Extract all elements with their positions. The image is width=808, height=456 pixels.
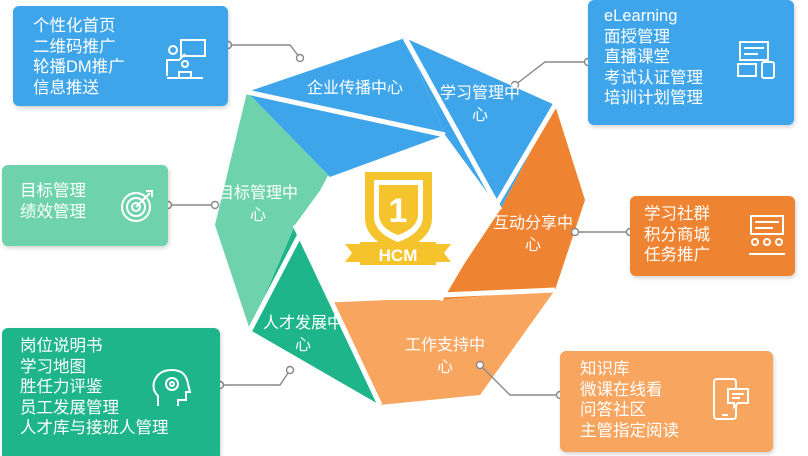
segment-enterprise — [247, 38, 445, 177]
devices-icon — [737, 41, 775, 79]
box-item: 直播课堂 — [604, 48, 670, 66]
box-item: 知识库 — [580, 360, 630, 378]
community-board-icon — [749, 215, 785, 255]
box-item: 学习地图 — [20, 357, 86, 376]
box-item: 胜任力评鉴 — [20, 378, 103, 396]
badge-number: 1 — [389, 192, 408, 230]
box-work: 知识库 微课在线看 问答社区 主管指定阅读 — [560, 351, 773, 452]
box-item: 目标管理 — [20, 182, 86, 200]
box-item: 培训计划管理 — [604, 89, 703, 107]
segment-label-work: 工作支持中心 — [405, 337, 486, 376]
box-item: 人才库与接班人管理 — [20, 419, 169, 437]
box-item: eLearning — [604, 7, 678, 25]
box-item: 信息推送 — [33, 78, 99, 97]
box-enterprise: 个性化首页 二维码推广 轮播DM推广 信息推送 — [13, 6, 228, 106]
segment-label-interaction: 互动分享中心 — [493, 215, 574, 254]
target-icon — [121, 190, 153, 222]
segment-label-enterprise: 企业传播中心 — [306, 80, 403, 97]
box-item: 员工发展管理 — [20, 398, 119, 417]
box-item: 微课在线看 — [580, 380, 663, 399]
hcm-badge-icon: 1 HCM — [345, 172, 451, 265]
box-item: 问答社区 — [580, 401, 646, 419]
box-item: 二维码推广 — [33, 37, 116, 56]
box-item: 主管指定阅读 — [580, 421, 679, 440]
segment-label-talent: 人才发展中心 — [263, 315, 344, 354]
mobile-chat-icon — [713, 378, 749, 420]
head-gear-icon — [152, 368, 192, 406]
segment-goal — [215, 92, 330, 330]
box-item: 面授管理 — [604, 27, 670, 46]
box-interaction: 学习社群 积分商城 任务推广 — [630, 196, 795, 276]
box-item: 绩效管理 — [20, 202, 86, 221]
box-item: 轮播DM推广 — [33, 58, 125, 76]
team-presentation-icon — [166, 39, 206, 79]
segment-label-learning: 学习管理中心 — [440, 85, 521, 124]
badge-text: HCM — [379, 246, 418, 265]
segment-label-goal: 目标管理中心 — [218, 185, 299, 224]
box-talent: 岗位说明书 学习地图 胜任力评鉴 员工发展管理 人才库与接班人管理 — [2, 328, 220, 456]
box-goal: 目标管理 绩效管理 — [2, 165, 168, 246]
box-item: 岗位说明书 — [20, 337, 103, 355]
box-item: 积分商城 — [644, 225, 710, 244]
segment-interaction — [440, 105, 585, 300]
box-item: 考试认证管理 — [604, 68, 703, 87]
segment-work — [330, 290, 555, 405]
box-item: 学习社群 — [644, 205, 710, 223]
box-item: 任务推广 — [644, 246, 710, 264]
box-learning: eLearning 面授管理 直播课堂 考试认证管理 培训计划管理 — [588, 0, 794, 125]
box-item: 个性化首页 — [33, 17, 116, 35]
